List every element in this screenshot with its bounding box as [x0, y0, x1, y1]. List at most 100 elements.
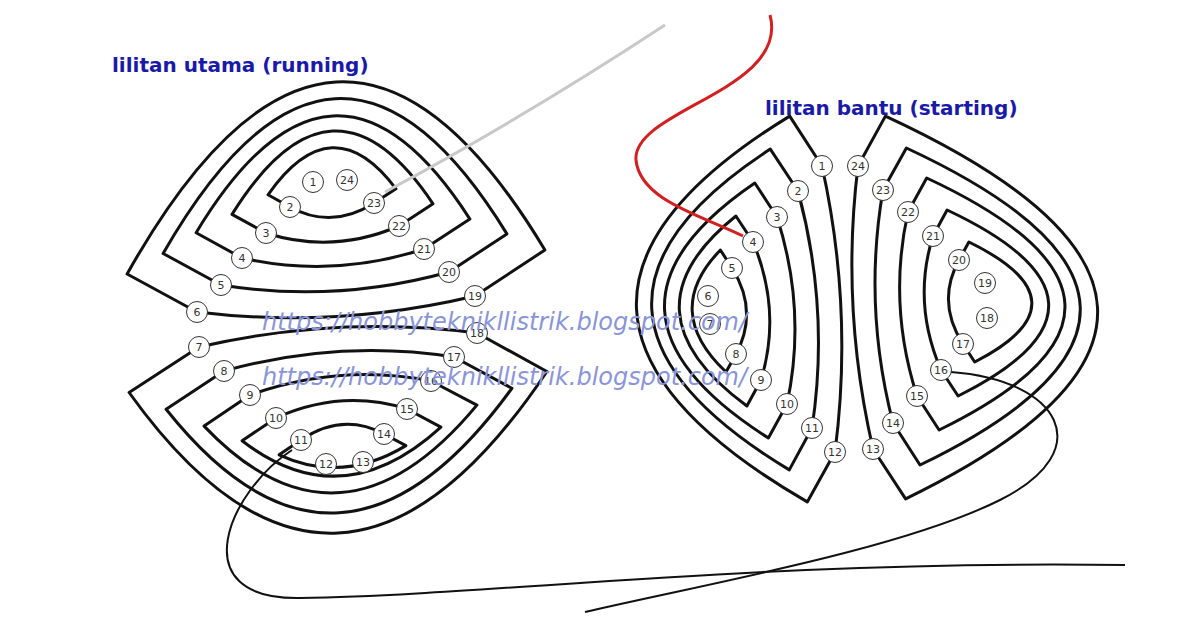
- slot-circle: 24: [847, 155, 869, 177]
- slot-circle: 10: [265, 407, 287, 429]
- slot-number: 20: [442, 267, 456, 278]
- slot-circle: 8: [725, 343, 747, 365]
- watermark: https://hobbyteknikllistrik.blogspot.com…: [262, 308, 747, 336]
- slot-circle: 21: [922, 225, 944, 247]
- slot-circle: 14: [882, 412, 904, 434]
- slot-number: 15: [910, 391, 924, 402]
- slot-circle: 11: [801, 417, 823, 439]
- slot-number: 3: [774, 212, 781, 223]
- slot-circle: 7: [188, 336, 210, 358]
- slot-number: 19: [978, 278, 992, 289]
- slot-number: 11: [805, 423, 819, 434]
- winding-coil: [204, 375, 477, 493]
- winding-coil: [900, 178, 1065, 430]
- slot-number: 14: [377, 429, 391, 440]
- slot-number: 2: [287, 202, 294, 213]
- slot-number: 12: [319, 459, 333, 470]
- slot-number: 2: [795, 186, 802, 197]
- slot-circle: 16: [930, 359, 952, 381]
- slot-number: 8: [221, 366, 228, 377]
- lead-wire-black: [585, 372, 1057, 612]
- slot-number: 6: [705, 291, 712, 302]
- winding-coil: [948, 242, 1031, 362]
- slot-circle: 13: [352, 451, 374, 473]
- slot-number: 6: [194, 307, 201, 318]
- slot-circle: 15: [906, 385, 928, 407]
- slot-number: 1: [819, 161, 826, 172]
- slot-number: 19: [468, 291, 482, 302]
- slot-circle: 5: [210, 274, 232, 296]
- slot-number: 23: [367, 198, 381, 209]
- slot-number: 21: [417, 244, 431, 255]
- slot-number: 13: [866, 444, 880, 455]
- slot-circle: 19: [974, 272, 996, 294]
- slot-number: 13: [356, 457, 370, 468]
- slot-circle: 3: [255, 222, 277, 244]
- slot-circle: 2: [279, 196, 301, 218]
- slot-number: 1: [310, 177, 317, 188]
- slot-number: 22: [901, 207, 915, 218]
- slot-circle: 12: [824, 441, 846, 463]
- winding-coil: [129, 327, 547, 534]
- slot-number: 11: [294, 435, 308, 446]
- slot-number: 9: [247, 390, 254, 401]
- winding-coil: [852, 116, 1098, 499]
- slot-circle: 4: [742, 231, 764, 253]
- slot-circle: 15: [396, 398, 418, 420]
- slot-circle: 9: [239, 384, 261, 406]
- slot-circle: 23: [363, 192, 385, 214]
- title-label: lilitan utama (running): [112, 53, 369, 77]
- slot-circle: 22: [897, 201, 919, 223]
- winding-coil: [163, 99, 507, 292]
- slot-number: 22: [392, 221, 406, 232]
- slot-number: 5: [218, 280, 225, 291]
- lead-wire-red: [636, 15, 772, 236]
- slot-number: 23: [876, 185, 890, 196]
- slot-circle: 1: [811, 155, 833, 177]
- slot-circle: 11: [290, 429, 312, 451]
- watermark: https://hobbyteknikllistrik.blogspot.com…: [262, 363, 747, 391]
- slot-number: 10: [269, 413, 283, 424]
- slot-circle: 10: [776, 393, 798, 415]
- slot-number: 10: [780, 399, 794, 410]
- slot-circle: 18: [976, 307, 998, 329]
- slot-circle: 8: [213, 360, 235, 382]
- slot-circle: 6: [186, 301, 208, 323]
- slot-number: 4: [750, 237, 757, 248]
- title-label: lilitan bantu (starting): [765, 96, 1018, 120]
- slot-number: 15: [400, 404, 414, 415]
- slot-number: 5: [729, 263, 736, 274]
- slot-number: 20: [952, 255, 966, 266]
- slot-number: 24: [340, 175, 354, 186]
- slot-number: 3: [263, 228, 270, 239]
- slot-number: 17: [447, 352, 461, 363]
- slot-number: 24: [851, 161, 865, 172]
- winding-coil: [196, 116, 470, 267]
- slot-circle: 12: [315, 453, 337, 475]
- slot-number: 21: [926, 231, 940, 242]
- slot-circle: 24: [336, 169, 358, 191]
- slot-circle: 23: [872, 179, 894, 201]
- slot-circle: 21: [413, 238, 435, 260]
- slot-circle: 1: [302, 171, 324, 193]
- slot-circle: 3: [766, 206, 788, 228]
- slot-circle: 5: [721, 257, 743, 279]
- slot-number: 8: [733, 349, 740, 360]
- slot-circle: 19: [464, 285, 486, 307]
- lead-wire-black: [227, 450, 1125, 598]
- winding-coil: [268, 148, 396, 218]
- slot-circle: 13: [862, 438, 884, 460]
- winding-coil: [279, 424, 406, 467]
- slot-number: 18: [980, 313, 994, 324]
- slot-number: 9: [758, 375, 765, 386]
- slot-circle: 22: [388, 215, 410, 237]
- slot-circle: 20: [948, 249, 970, 271]
- slot-number: 4: [239, 253, 246, 264]
- slot-number: 7: [196, 342, 203, 353]
- lead-wire-grey: [385, 25, 665, 192]
- slot-circle: 4: [231, 247, 253, 269]
- slot-number: 16: [934, 365, 948, 376]
- slot-circle: 17: [952, 333, 974, 355]
- slot-circle: 6: [697, 285, 719, 307]
- slot-number: 12: [828, 447, 842, 458]
